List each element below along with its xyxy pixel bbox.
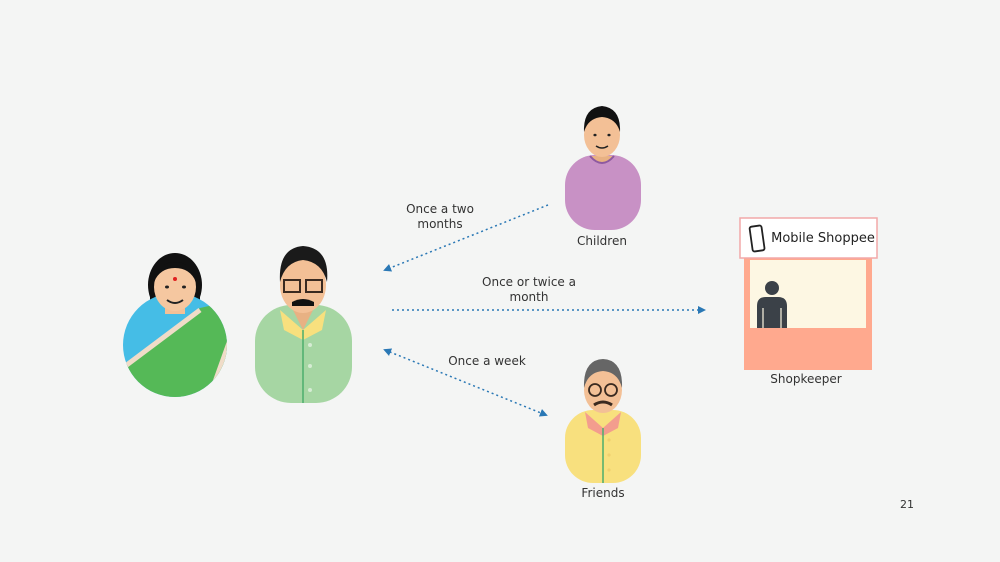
page-number: 21 (900, 498, 914, 511)
edge-label-line: months (417, 217, 463, 231)
shopkeeper-label: Shopkeeper (770, 372, 842, 386)
friend-avatar (565, 359, 641, 483)
edge-label-children: Once a two months (406, 202, 474, 232)
edge-label-shopkeeper: Once or twice a month (482, 275, 576, 305)
man-avatar (255, 246, 352, 403)
friends-label: Friends (581, 486, 625, 500)
woman-avatar (123, 253, 227, 397)
child-avatar (565, 106, 641, 230)
edge-label-line: Once or twice a (482, 275, 576, 289)
arrow-parents-friends (383, 348, 548, 417)
arrow-children-to-parents (383, 204, 549, 272)
shop-sign-label: Mobile Shoppee (771, 231, 875, 246)
mobile-shop (739, 217, 878, 370)
edge-label-friends: Once a week (448, 354, 526, 368)
edge-label-line: month (509, 290, 549, 304)
edge-label-line: Once a two (406, 202, 474, 216)
children-label: Children (577, 234, 627, 248)
mobile-phone-icon (748, 224, 766, 253)
